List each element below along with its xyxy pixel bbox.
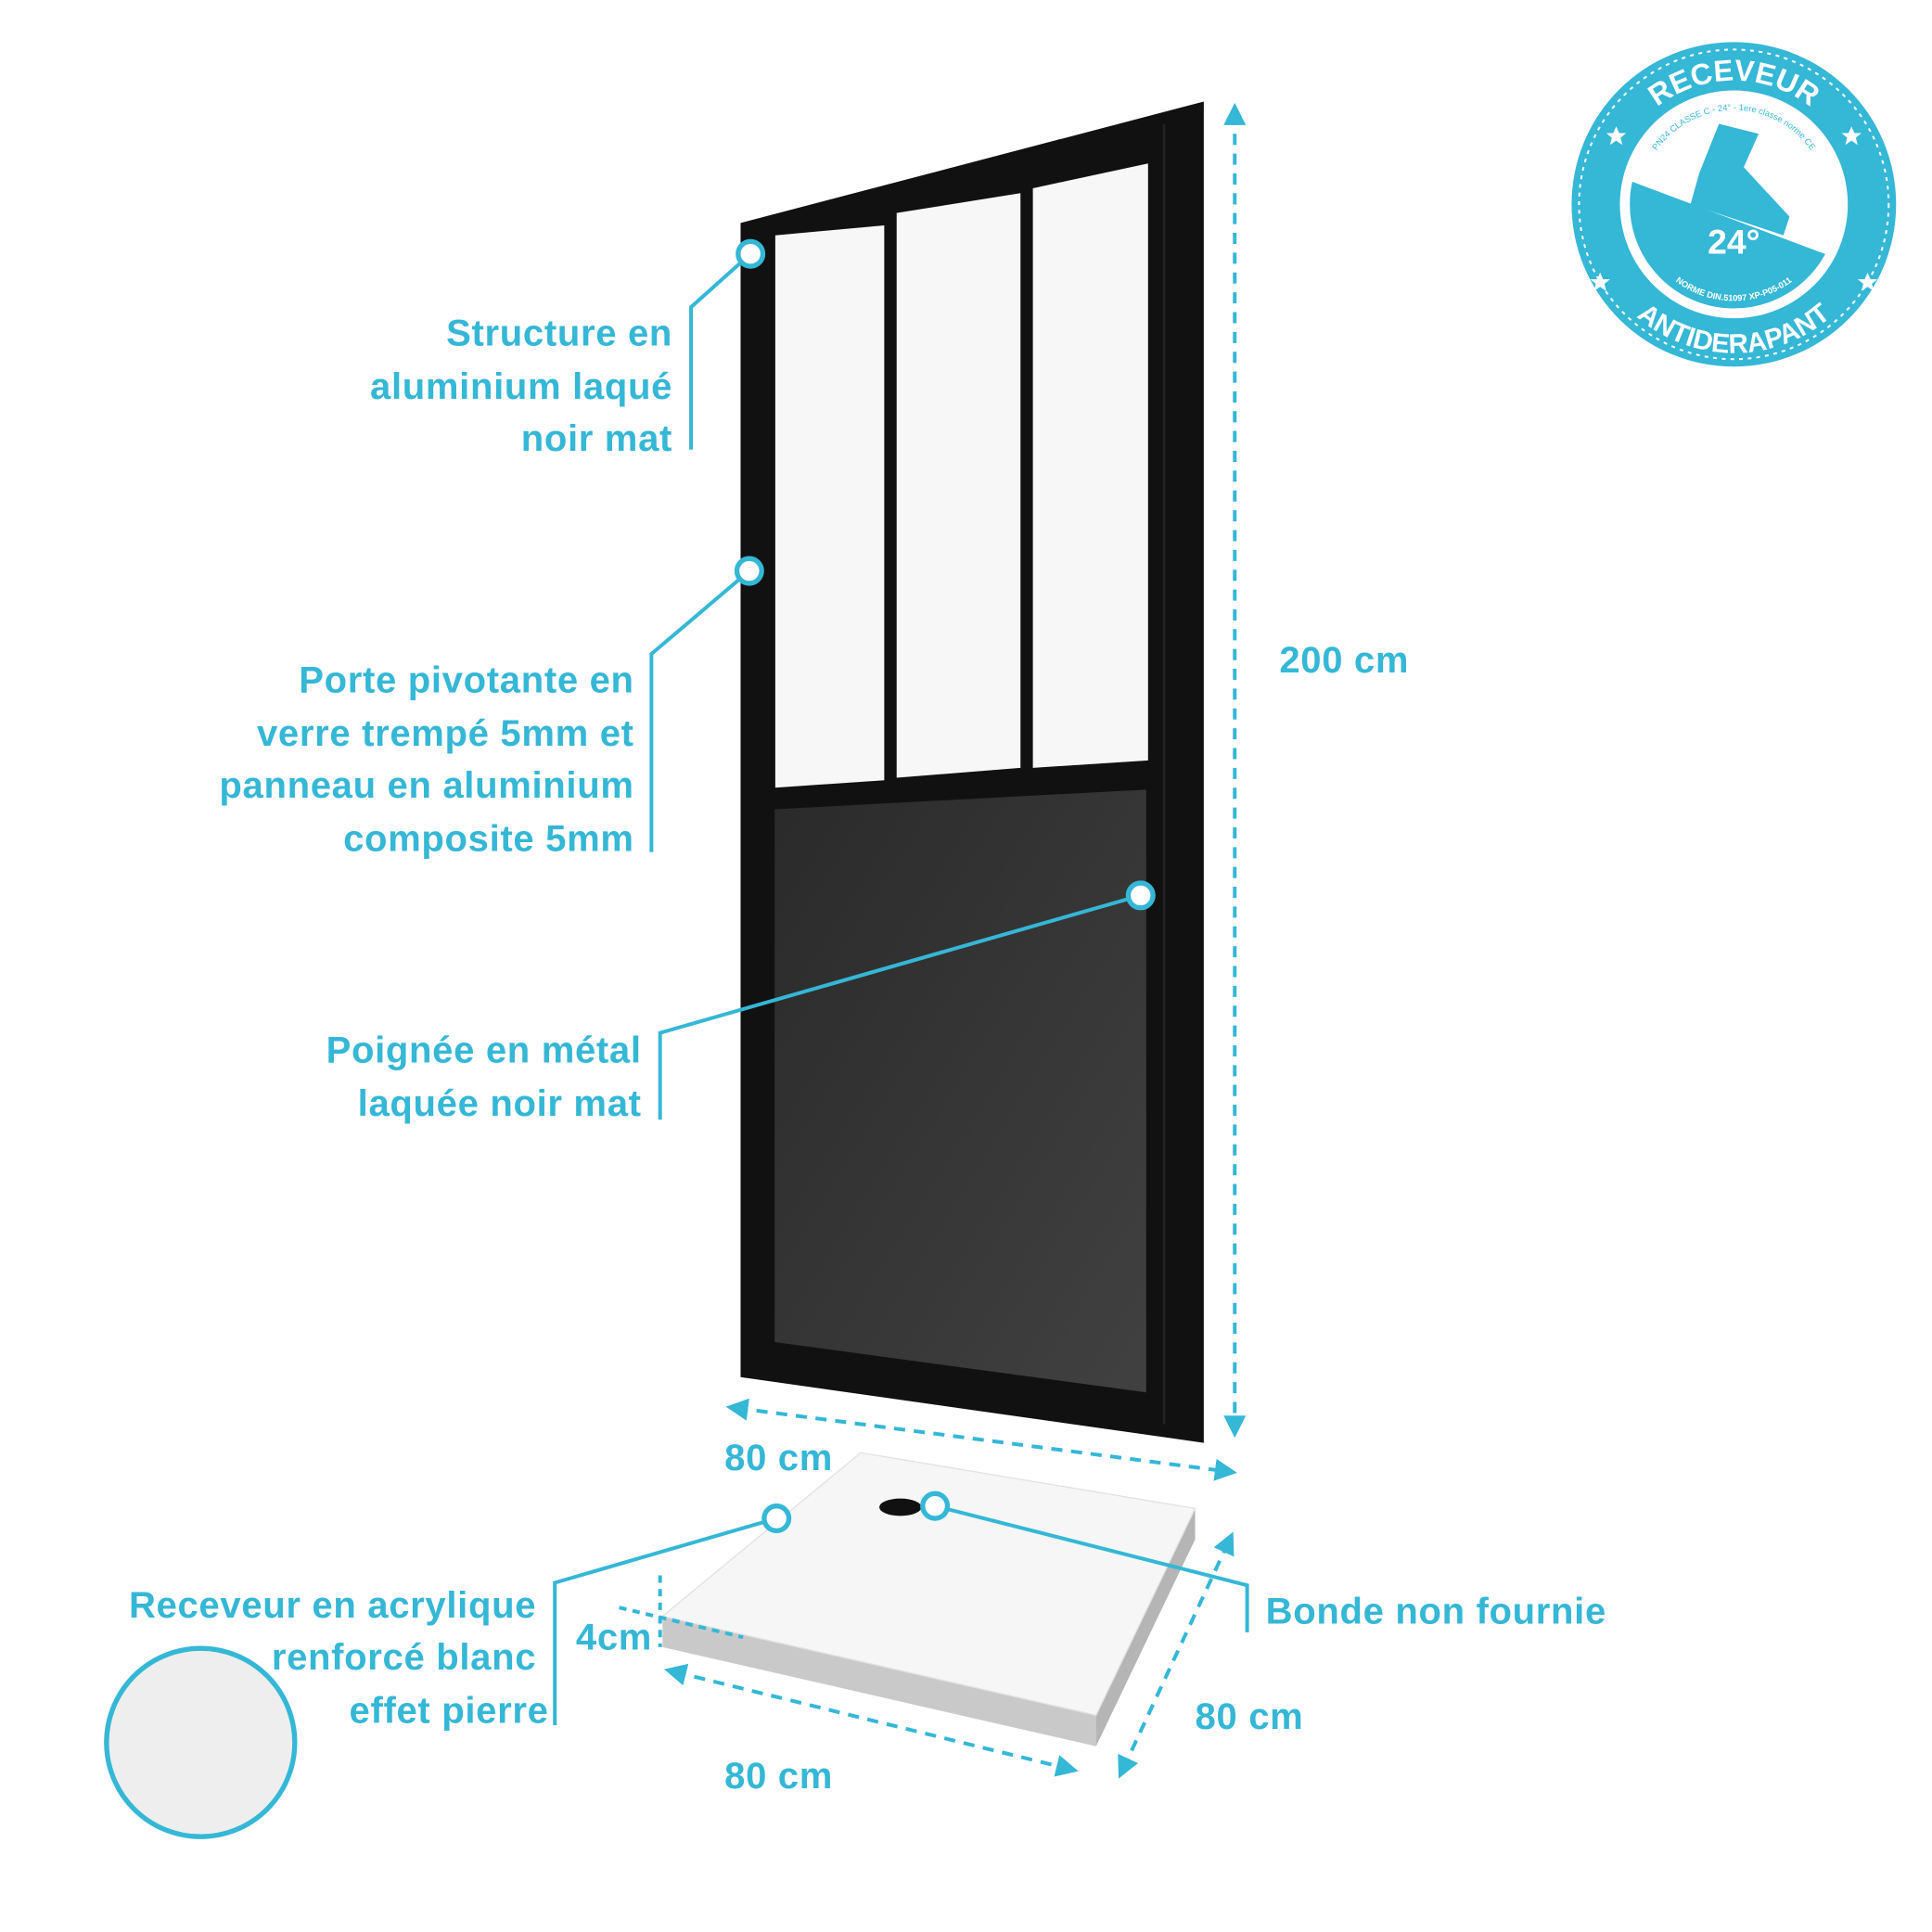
door-width-label: 80 cm — [724, 1438, 833, 1478]
callout-structure: Structure en aluminium laqué noir mat — [370, 313, 672, 459]
structure-marker — [736, 238, 766, 269]
svg-text:Porte pivotante en: Porte pivotante en — [299, 659, 633, 700]
tray-width-label: 80 cm — [724, 1756, 833, 1797]
callout-leaders — [553, 252, 1249, 1726]
svg-text:renforcé blanc: renforcé blanc — [272, 1637, 536, 1678]
svg-text:noir mat: noir mat — [521, 418, 672, 459]
svg-text:Poignée en métal: Poignée en métal — [326, 1030, 642, 1071]
door-marker — [734, 556, 764, 586]
svg-text:laquée noir mat: laquée noir mat — [358, 1083, 642, 1124]
drain-marker — [920, 1491, 951, 1521]
callout-dots — [734, 238, 1156, 1534]
svg-text:verre trempé 5mm et: verre trempé 5mm et — [257, 713, 634, 754]
tray-marker — [761, 1503, 792, 1534]
svg-text:Structure en: Structure en — [446, 313, 672, 354]
callout-drain: Bonde non fournie — [1266, 1592, 1606, 1632]
callout-tray: Receveur en acrylique renforcé blanc eff… — [129, 1585, 549, 1731]
door-height-label: 200 cm — [1279, 640, 1409, 681]
foot-icon — [1690, 123, 1790, 236]
handle-marker — [1125, 880, 1156, 911]
svg-text:panneau en aluminium: panneau en aluminium — [219, 765, 633, 806]
tray-surface — [660, 1452, 1196, 1717]
callout-handle: Poignée en métal laquée noir mat — [326, 1030, 642, 1124]
glass-pane — [1032, 163, 1148, 768]
stone-texture-swatch — [104, 1645, 298, 1839]
dimension-lines — [619, 102, 1247, 1779]
svg-text:effet pierre: effet pierre — [350, 1690, 549, 1731]
antislip-badge: RECEVEUR PN24 CLASSE C - 24° - 1ere clas… — [1571, 42, 1897, 367]
drain — [879, 1498, 922, 1516]
svg-text:Receveur en acrylique: Receveur en acrylique — [129, 1585, 536, 1626]
tray-depth-label: 80 cm — [1196, 1696, 1304, 1737]
glass-pane — [774, 225, 885, 788]
shower-door — [740, 101, 1204, 1443]
svg-text:composite 5mm: composite 5mm — [343, 818, 634, 859]
door-panel — [771, 786, 1150, 1397]
tray-thickness-label: 4cm — [576, 1618, 652, 1658]
badge-angle: 24° — [1708, 223, 1760, 262]
callout-door: Porte pivotante en verre trempé 5mm et p… — [219, 659, 633, 859]
svg-text:aluminium laqué: aluminium laqué — [370, 366, 672, 407]
glass-pane — [896, 193, 1021, 778]
